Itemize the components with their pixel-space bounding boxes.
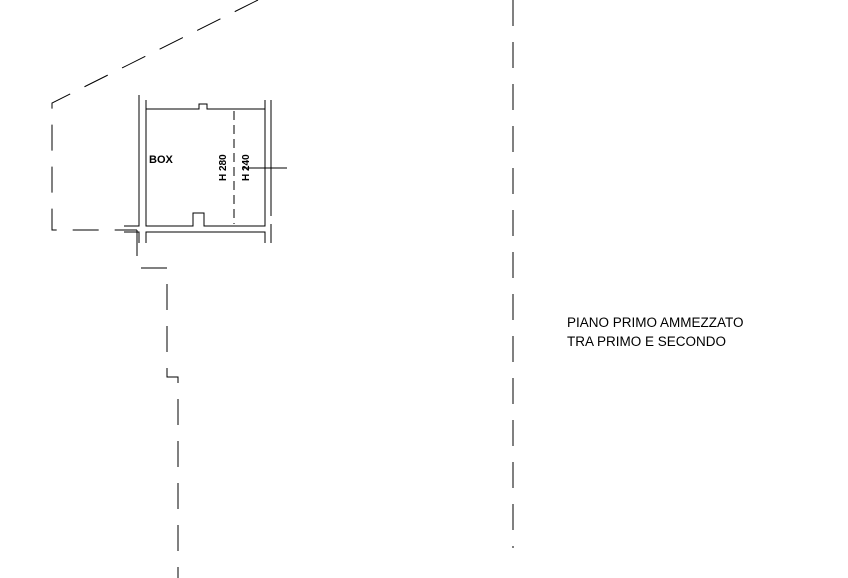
box-room-walls xyxy=(124,95,287,243)
floor-caption-line-1: PIANO PRIMO AMMEZZATO xyxy=(567,315,744,330)
floor-caption-line-2: TRA PRIMO E SECONDO xyxy=(567,334,726,349)
room-label: BOX xyxy=(149,154,174,166)
dashed-boundary xyxy=(51,0,259,578)
ceiling-height-label-1: H 280 xyxy=(218,154,229,181)
ceiling-height-label-2: H 240 xyxy=(241,154,252,181)
